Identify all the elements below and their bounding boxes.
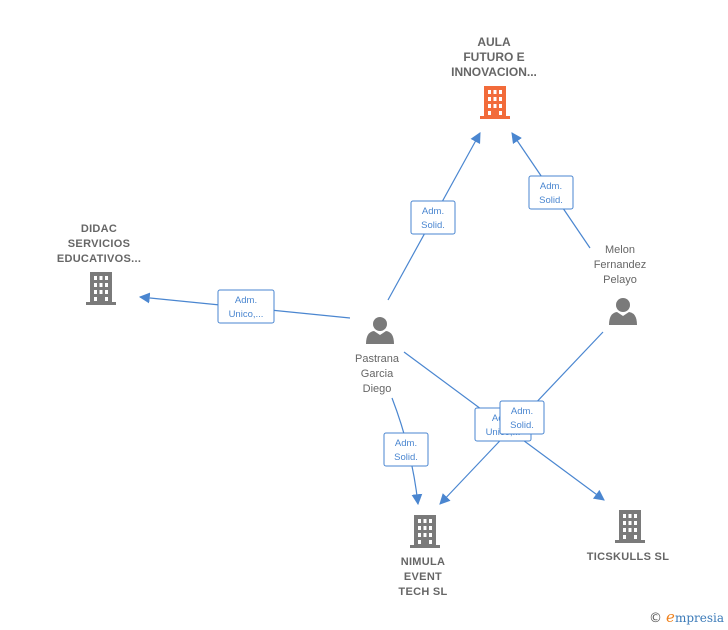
relation-label-pastrana-didac[interactable]: Adm. Unico,... (217, 289, 275, 324)
node-label-line: NIMULA (401, 556, 446, 568)
node-label-line: EDUCATIVOS... (57, 253, 141, 265)
node-label-line: INNOVACION... (451, 65, 537, 79)
node-label-line: Pelayo (603, 274, 637, 286)
relation-label-line: Adm. (511, 406, 533, 417)
node-didac-servicios[interactable]: DIDAC SERVICIOS EDUCATIVOS... (57, 223, 141, 305)
relation-label-pastrana-nimula[interactable]: Adm. Solid. (383, 432, 429, 467)
building-icon (86, 272, 116, 305)
relation-label-melon-aula[interactable]: Adm. Solid. (528, 175, 574, 210)
copyright-symbol: © (649, 611, 663, 626)
node-pastrana-garcia[interactable]: Pastrana Garcia Diego (355, 317, 400, 395)
node-label-line: AULA (477, 35, 511, 49)
relation-label-line: Solid. (394, 452, 418, 463)
node-nimula-event-tech[interactable]: NIMULA EVENT TECH SL (398, 515, 447, 598)
building-icon (410, 515, 440, 548)
node-aula-futuro[interactable]: AULA FUTURO E INNOVACION... (451, 35, 537, 119)
brand-logo-initial: e (666, 608, 675, 626)
node-label-line: Diego (363, 383, 392, 395)
relation-label-line: Adm. (395, 438, 417, 449)
node-label-line: SERVICIOS (68, 238, 130, 250)
relation-label-line: Solid. (421, 220, 445, 231)
relation-label-line: Solid. (510, 420, 534, 431)
relation-label-melon-nimula[interactable]: Adm. Solid. (499, 400, 545, 435)
node-ticskulls[interactable]: TICSKULLS SL (587, 510, 669, 563)
relation-label-line: Adm. (422, 206, 444, 217)
node-label-line: Fernandez (594, 259, 647, 271)
relation-label-line: Adm. (235, 295, 257, 306)
node-label-line: Melon (605, 244, 635, 256)
relation-label-line: Adm. (540, 181, 562, 192)
node-label-line: DIDAC (81, 223, 117, 235)
building-icon (480, 86, 510, 119)
relation-label-line: Solid. (539, 195, 563, 206)
node-melon-fernandez[interactable]: Melon Fernandez Pelayo (594, 244, 647, 325)
relation-label-line: Unico,... (229, 309, 264, 320)
building-icon (615, 510, 645, 543)
node-label-line: FUTURO E (463, 50, 524, 64)
node-label-line: Pastrana (355, 353, 400, 365)
person-icon (366, 317, 394, 344)
empresia-watermark[interactable]: ©empresia (649, 608, 724, 626)
node-label-line: TECH SL (398, 586, 447, 598)
node-label-line: TICSKULLS SL (587, 551, 669, 563)
node-label-line: EVENT (404, 571, 442, 583)
relation-label-pastrana-aula[interactable]: Adm. Solid. (410, 200, 456, 235)
person-icon (609, 298, 637, 325)
node-label-line: Garcia (361, 368, 394, 380)
brand-logo-text: mpresia (674, 611, 724, 625)
